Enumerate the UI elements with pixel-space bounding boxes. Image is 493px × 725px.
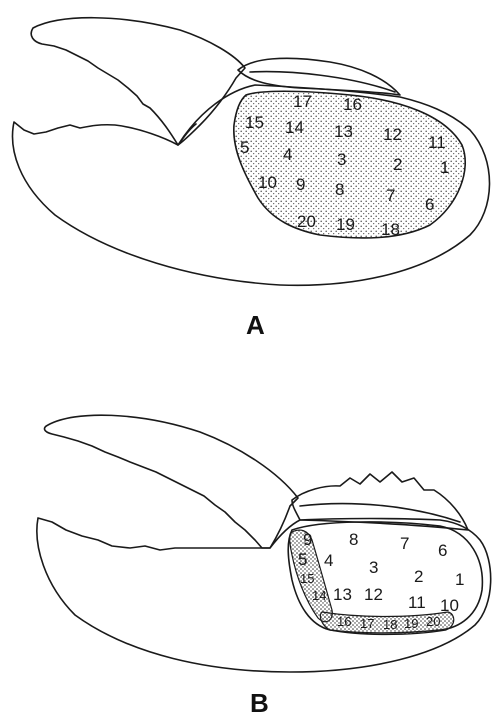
region-number: 7 <box>400 534 409 553</box>
region-number: 13 <box>334 122 353 141</box>
region-number: 15 <box>245 113 264 132</box>
region-number: 1 <box>455 570 464 589</box>
region-number: 7 <box>386 186 395 205</box>
region-number: 16 <box>343 95 362 114</box>
panel-label-b: B <box>250 688 269 718</box>
region-number: 6 <box>438 541 447 560</box>
region-number: 13 <box>333 585 352 604</box>
region-number: 11 <box>428 133 446 152</box>
region-number: 19 <box>404 616 418 631</box>
region-number: 18 <box>383 617 397 632</box>
region-number: 14 <box>312 588 326 603</box>
region-number: 10 <box>440 596 459 615</box>
region-number: 20 <box>297 212 316 231</box>
region-number: 5 <box>298 550 307 569</box>
claw-a-finger-gap <box>178 124 196 145</box>
region-number: 4 <box>283 145 292 164</box>
region-number: 11 <box>408 593 426 612</box>
region-number: 9 <box>303 530 312 549</box>
region-number: 14 <box>285 118 304 137</box>
region-number: 20 <box>426 614 440 629</box>
region-number: 8 <box>335 180 344 199</box>
region-number: 4 <box>324 551 333 570</box>
region-number: 2 <box>414 567 423 586</box>
region-number: 17 <box>360 616 374 631</box>
region-number: 17 <box>293 92 312 111</box>
panel-label-a: A <box>246 310 265 340</box>
region-number: 10 <box>258 173 277 192</box>
region-number: 15 <box>300 571 314 586</box>
region-number: 8 <box>349 530 358 549</box>
region-number: 19 <box>336 215 355 234</box>
claw-a <box>13 18 490 286</box>
region-number: 3 <box>337 150 346 169</box>
region-number: 9 <box>296 175 305 194</box>
region-number: 12 <box>383 125 402 144</box>
region-number: 12 <box>364 585 383 604</box>
region-number: 6 <box>425 195 434 214</box>
region-number: 1 <box>440 158 449 177</box>
region-number: 18 <box>381 220 400 239</box>
region-number: 3 <box>369 558 378 577</box>
region-number: 2 <box>393 155 402 174</box>
claw-b-upper-finger <box>45 415 298 548</box>
region-number: 5 <box>240 138 249 157</box>
claw-b <box>37 415 491 672</box>
region-number: 16 <box>337 614 351 629</box>
